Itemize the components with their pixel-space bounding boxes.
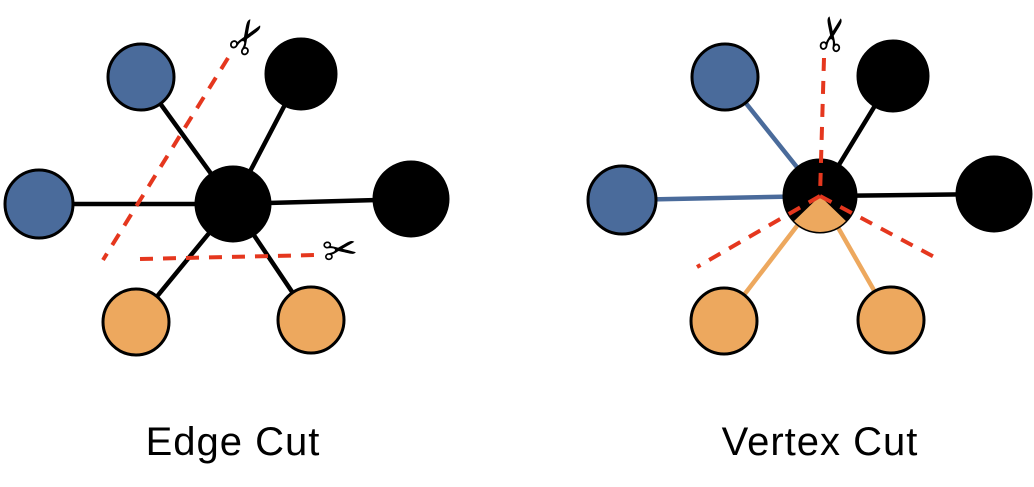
edge-cut-vertex-bottom-left — [101, 287, 171, 357]
vertex-cut-vertex-bottom-left — [689, 286, 759, 356]
edge-cut-vertex-right — [372, 160, 450, 238]
edge-cut-vertex-left — [3, 168, 75, 240]
edge-cut-vertex-top-right — [264, 37, 338, 111]
edge-cut-vertex-top-left — [106, 42, 176, 112]
vertex-cut-cut-line-2 — [696, 194, 821, 269]
vertex-cut-cut-line-1 — [818, 57, 826, 197]
vertex-cut-diagram: ✂ — [586, 10, 1033, 356]
vertex-cut-vertex-bottom-right — [856, 285, 926, 355]
edge-cut-cut-line-1 — [101, 56, 230, 262]
edge-cut-cut-line-2 — [139, 253, 317, 261]
vertex-cut-label: Vertex Cut — [721, 420, 919, 464]
edge-cut-vertex-bottom-right — [276, 285, 346, 355]
vertex-cut-center-wedge — [794, 196, 846, 233]
edge-cut-label: Edge Cut — [145, 420, 321, 464]
vertex-cut-vertex-right — [955, 155, 1033, 233]
vertex-cut-vertex-top-right — [856, 39, 930, 113]
edge-cut-diagram: ✂✂ — [3, 6, 450, 357]
scissors-icon: ✂ — [319, 223, 361, 276]
edge-cut-center-vertex — [194, 165, 272, 243]
vertex-cut-vertex-left — [586, 164, 658, 236]
vertex-cut-vertex-top-left — [690, 42, 760, 112]
scissors-icon: ✂ — [803, 10, 863, 57]
